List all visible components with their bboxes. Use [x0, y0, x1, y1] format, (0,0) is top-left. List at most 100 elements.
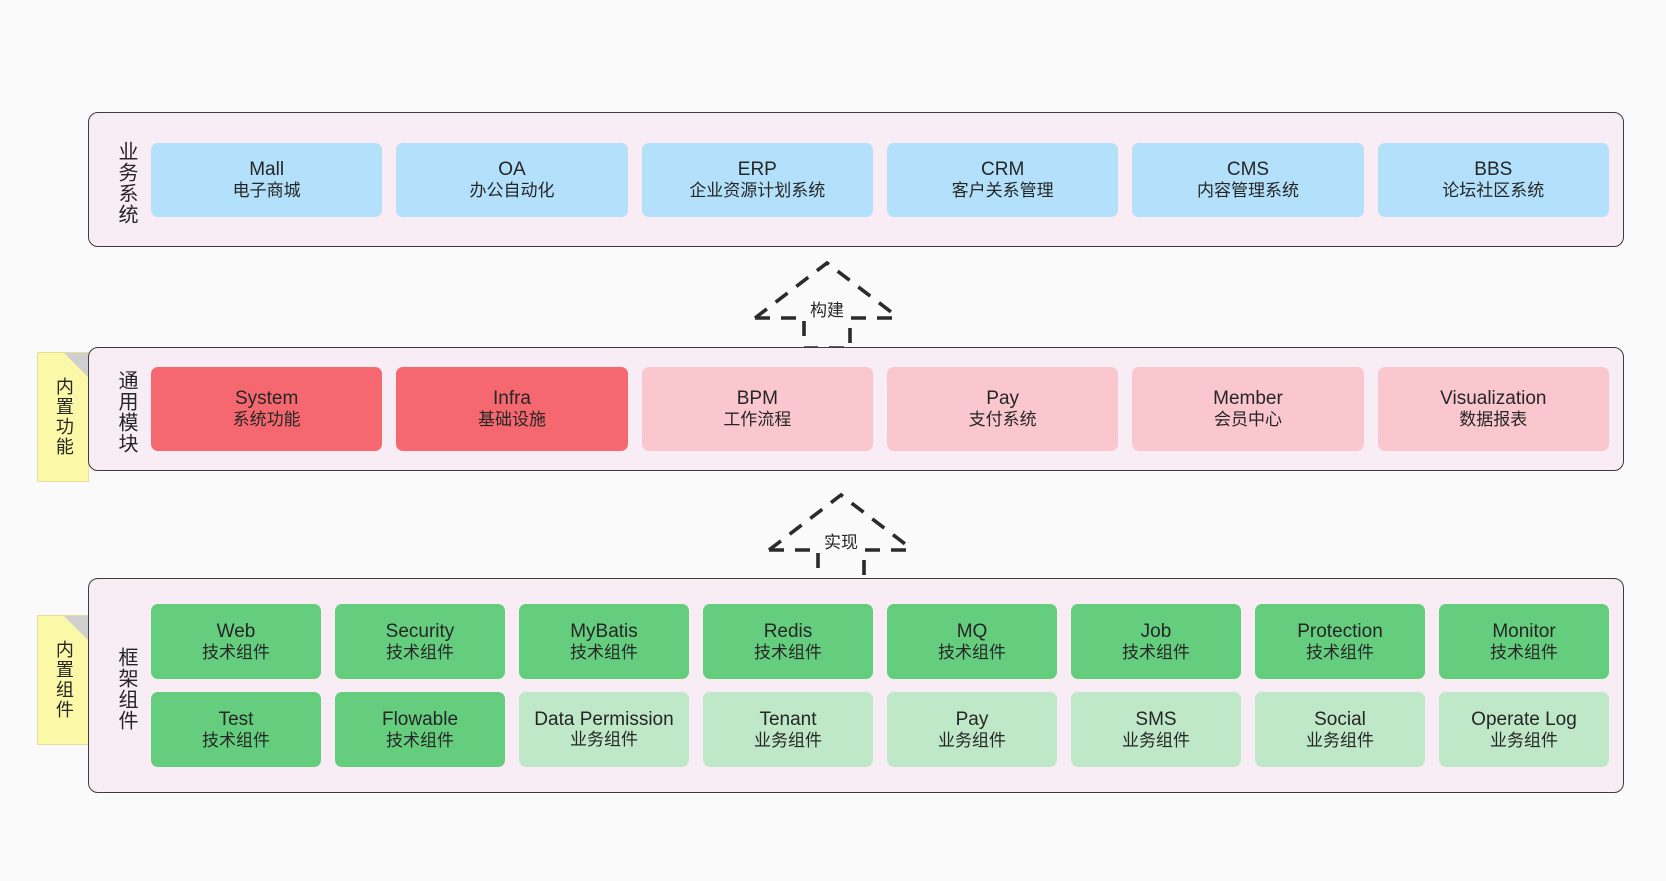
card-job[interactable]: Job 技术组件	[1071, 604, 1241, 679]
card-security[interactable]: Security 技术组件	[335, 604, 505, 679]
card-sms[interactable]: SMS 业务组件	[1071, 692, 1241, 767]
card-subtitle: 技术组件	[1490, 642, 1558, 662]
card-tenant[interactable]: Tenant 业务组件	[703, 692, 873, 767]
card-title: BBS	[1474, 158, 1513, 180]
card-title: Redis	[763, 620, 813, 642]
card-subtitle: 会员中心	[1213, 410, 1282, 430]
note-text: 内置功能	[53, 377, 74, 457]
card-operate-log[interactable]: Operate Log 业务组件	[1439, 692, 1609, 767]
card-mall[interactable]: Mall 电子商城	[151, 142, 383, 217]
card-flowable[interactable]: Flowable 技术组件	[335, 692, 505, 767]
card-subtitle: 技术组件	[1122, 642, 1190, 662]
card-erp[interactable]: ERP 企业资源计划系统	[641, 142, 873, 217]
card-subtitle: 内容管理系统	[1196, 180, 1299, 200]
card-pay-component[interactable]: Pay 业务组件	[887, 692, 1057, 767]
card-subtitle: 业务组件	[1122, 730, 1190, 750]
section-body-framework-components: Web 技术组件 Security 技术组件 MyBatis 技术组件 Redi…	[137, 579, 1623, 792]
section-body-business-system: Mall 电子商城 OA 办公自动化 ERP 企业资源计划系统 CRM 客户关系…	[137, 113, 1623, 246]
card-visualization[interactable]: Visualization 数据报表	[1377, 367, 1609, 451]
card-subtitle: 技术组件	[938, 642, 1006, 662]
note-builtin-component: 内置组件	[37, 615, 89, 745]
note-builtin-function: 内置功能	[37, 352, 89, 482]
card-subtitle: 客户关系管理	[951, 180, 1054, 200]
section-common-modules: 通用模块 System 系统功能 Infra 基础设施 BPM 工作流程 Pay…	[88, 347, 1624, 471]
arrow-implement-shape	[767, 492, 915, 582]
arrow-implement: 实现	[766, 490, 916, 582]
card-subtitle: 技术组件	[1306, 642, 1374, 662]
card-title: Mall	[249, 158, 285, 180]
framework-row-business: Test 技术组件 Flowable 技术组件 Data Permission …	[151, 692, 1609, 767]
card-title: Social	[1314, 708, 1366, 730]
card-subtitle: 基础设施	[477, 410, 546, 430]
card-title: MQ	[956, 620, 988, 642]
card-member[interactable]: Member 会员中心	[1132, 367, 1364, 451]
card-redis[interactable]: Redis 技术组件	[703, 604, 873, 679]
card-mq[interactable]: MQ 技术组件	[887, 604, 1057, 679]
card-subtitle: 电子商城	[232, 180, 301, 200]
card-subtitle: 技术组件	[754, 642, 822, 662]
card-bbs[interactable]: BBS 论坛社区系统	[1377, 142, 1609, 217]
card-title: Monitor	[1492, 620, 1556, 642]
card-title: Protection	[1297, 620, 1383, 642]
card-subtitle: 支付系统	[968, 410, 1037, 430]
card-title: System	[234, 388, 299, 410]
card-pay-module[interactable]: Pay 支付系统	[886, 367, 1119, 451]
card-infra[interactable]: Infra 基础设施	[396, 367, 628, 451]
card-social[interactable]: Social 业务组件	[1255, 692, 1425, 767]
note-text: 内置组件	[53, 640, 74, 720]
section-label-framework-components: 框架组件	[115, 646, 137, 731]
card-title: Flowable	[381, 708, 459, 730]
card-title: Visualization	[1440, 388, 1547, 410]
card-title: MyBatis	[570, 620, 638, 642]
card-title: Data Permission	[534, 708, 674, 730]
card-subtitle: 技术组件	[570, 642, 638, 662]
card-subtitle: 业务组件	[1490, 730, 1558, 750]
arrow-build: 构建	[752, 258, 902, 350]
card-monitor[interactable]: Monitor 技术组件	[1439, 604, 1609, 679]
card-data-permission[interactable]: Data Permission 业务组件	[519, 692, 689, 767]
card-title: Member	[1213, 388, 1283, 410]
card-cms[interactable]: CMS 内容管理系统	[1132, 142, 1364, 217]
card-subtitle: 业务组件	[754, 730, 822, 750]
card-protection[interactable]: Protection 技术组件	[1255, 604, 1425, 679]
card-title: Security	[385, 620, 455, 642]
card-title: CRM	[981, 158, 1025, 180]
card-subtitle: 数据报表	[1459, 410, 1528, 430]
card-system[interactable]: System 系统功能	[151, 367, 383, 451]
card-test[interactable]: Test 技术组件	[151, 692, 321, 767]
card-title: CMS	[1226, 158, 1270, 180]
card-subtitle: 技术组件	[386, 730, 454, 750]
arrow-build-shape	[753, 260, 901, 350]
card-title: SMS	[1135, 708, 1177, 730]
card-crm[interactable]: CRM 客户关系管理	[886, 142, 1119, 217]
card-title: Pay	[986, 388, 1020, 410]
card-title: Infra	[492, 388, 531, 410]
card-subtitle: 企业资源计划系统	[689, 180, 826, 200]
card-title: OA	[498, 158, 526, 180]
section-body-common-modules: System 系统功能 Infra 基础设施 BPM 工作流程 Pay 支付系统…	[137, 348, 1623, 470]
card-subtitle: 系统功能	[232, 410, 301, 430]
card-subtitle: 工作流程	[723, 410, 792, 430]
card-subtitle: 技术组件	[386, 642, 454, 662]
card-title: Job	[1140, 620, 1172, 642]
card-subtitle: 业务组件	[938, 730, 1006, 750]
card-title: Operate Log	[1471, 708, 1577, 730]
card-subtitle: 业务组件	[570, 729, 638, 749]
card-subtitle: 论坛社区系统	[1442, 180, 1545, 200]
framework-row-technical: Web 技术组件 Security 技术组件 MyBatis 技术组件 Redi…	[151, 604, 1609, 679]
card-subtitle: 业务组件	[1306, 730, 1374, 750]
section-framework-components: 框架组件 Web 技术组件 Security 技术组件 MyBatis 技术组件…	[88, 578, 1624, 793]
card-web[interactable]: Web 技术组件	[151, 604, 321, 679]
section-label-common-modules: 通用模块	[115, 370, 137, 454]
section-business-system: 业务系统 Mall 电子商城 OA 办公自动化 ERP 企业资源计划系统 CRM…	[88, 112, 1624, 247]
card-subtitle: 办公自动化	[469, 180, 555, 200]
card-title: Web	[216, 620, 256, 642]
card-title: Tenant	[759, 708, 817, 730]
card-title: Pay	[955, 708, 989, 730]
card-title: BPM	[736, 388, 778, 410]
card-bpm[interactable]: BPM 工作流程	[641, 367, 873, 451]
card-mybatis[interactable]: MyBatis 技术组件	[519, 604, 689, 679]
card-oa[interactable]: OA 办公自动化	[396, 142, 628, 217]
card-title: ERP	[737, 158, 777, 180]
